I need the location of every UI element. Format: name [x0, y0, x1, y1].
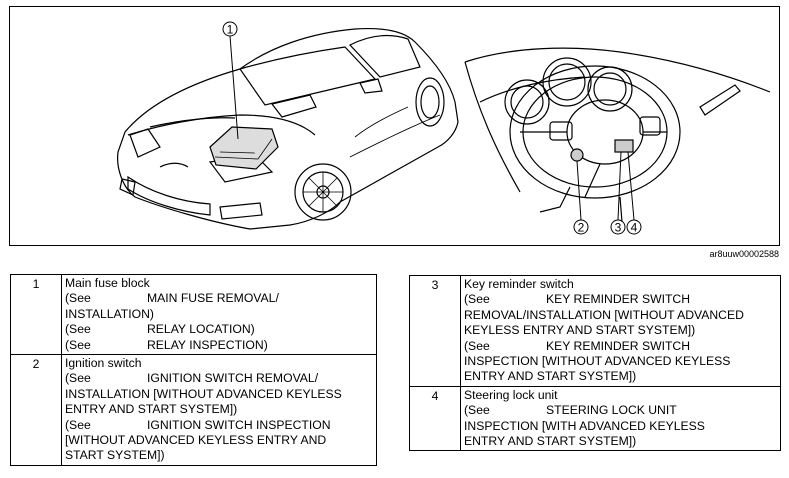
see-reference-cont: ENTRY AND START SYSTEM]) — [65, 402, 373, 417]
reference-link[interactable]: ENTRY AND START SYSTEM]) — [464, 434, 637, 449]
reference-link[interactable]: RELAY INSPECTION) — [147, 337, 268, 352]
see-reference-cont: ENTRY AND START SYSTEM]) — [464, 369, 777, 384]
legend-title: Key reminder switch — [464, 277, 574, 291]
reference-link[interactable]: KEYLESS ENTRY AND START SYSTEM]) — [464, 323, 696, 338]
reference-link[interactable]: KEY REMINDER SWITCH — [546, 292, 691, 307]
legend-title: Main fuse block — [65, 276, 150, 290]
legend-number: 2 — [10, 354, 62, 466]
illustration: 1 — [117, 21, 771, 235]
dashboard-drawing — [464, 47, 771, 223]
legend-title: Steering lock unit — [464, 387, 558, 402]
reference-link[interactable]: REMOVAL/INSTALLATION [WITHOUT ADVANCED — [464, 307, 744, 322]
car-drawing — [117, 27, 459, 230]
callout-1: 1 — [222, 21, 239, 140]
reference-link[interactable]: INSTALLATION [WITHOUT ADVANCED KEYLESS — [65, 386, 342, 401]
legend-title: Ignition switch — [65, 356, 142, 371]
component-location-figure: 1 — [9, 6, 780, 246]
reference-link[interactable]: INSPECTION [WITHOUT ADVANCED KEYLESS — [464, 354, 731, 369]
callout-4: 4 — [626, 151, 642, 235]
reference-link[interactable]: MAIN FUSE REMOVAL/ — [147, 291, 279, 306]
legend-number: 3 — [409, 275, 461, 387]
see-reference-cont: [WITHOUT ADVANCED KEYLESS ENTRY AND — [65, 433, 373, 448]
legend-number: 1 — [10, 273, 62, 356]
reference-link[interactable]: IGNITION SWITCH REMOVAL/ — [147, 371, 319, 386]
callout-4-label: 4 — [631, 221, 638, 235]
see-reference-cont: KEYLESS ENTRY AND START SYSTEM]) — [464, 323, 777, 338]
see-reference-cont: INSTALLATION [WITHOUT ADVANCED KEYLESS — [65, 387, 373, 402]
callout-1-label: 1 — [227, 23, 234, 37]
callout-2: 2 — [573, 160, 589, 235]
callout-3-label: 3 — [615, 221, 622, 235]
reference-link[interactable]: [WITHOUT ADVANCED KEYLESS ENTRY AND — [65, 433, 327, 448]
reference-link[interactable]: STEERING LOCK UNIT — [546, 403, 677, 418]
reference-link[interactable]: INSPECTION [WITH ADVANCED KEYLESS — [464, 418, 705, 433]
see-reference-cont: INSTALLATION) — [65, 307, 373, 322]
see-reference-cont: INSPECTION [WITH ADVANCED KEYLESS — [464, 419, 777, 434]
reference-link[interactable]: ENTRY AND START SYSTEM]) — [65, 402, 238, 417]
reference-link[interactable]: RELAY LOCATION) — [147, 322, 255, 337]
see-reference-cont: INSPECTION [WITHOUT ADVANCED KEYLESS — [464, 354, 777, 369]
reference-link[interactable]: START SYSTEM]) — [65, 448, 165, 463]
callout-2-label: 2 — [578, 221, 585, 235]
reference-link[interactable]: ENTRY AND START SYSTEM]) — [464, 369, 637, 384]
legend-number: 4 — [409, 385, 461, 452]
reference-link[interactable]: INSTALLATION) — [65, 306, 154, 321]
reference-link[interactable]: KEY REMINDER SWITCH — [546, 338, 691, 353]
see-reference-cont: ENTRY AND START SYSTEM]) — [464, 434, 777, 449]
see-reference-cont: REMOVAL/INSTALLATION [WITHOUT ADVANCED — [464, 308, 777, 323]
reference-link[interactable]: IGNITION SWITCH INSPECTION — [147, 417, 331, 432]
see-reference-cont: START SYSTEM]) — [65, 448, 373, 463]
figure-id: ar8uuw00002588 — [709, 249, 779, 259]
callout-3: 3 — [610, 151, 626, 235]
